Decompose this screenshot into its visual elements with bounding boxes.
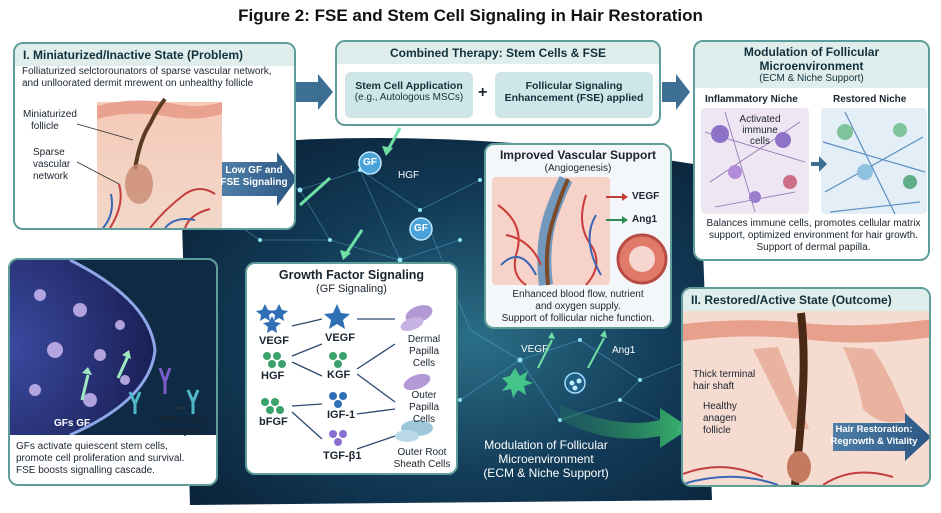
gf-left-3: bFGF (259, 416, 288, 428)
network-ang1: Ang1 (612, 345, 636, 356)
label-sparse-3: network (33, 171, 69, 182)
network-hgf: HGF (398, 170, 420, 181)
stem-cell-illustration (10, 260, 216, 484)
niche-illustration (701, 108, 927, 215)
gf-left-1: VEGF (259, 335, 289, 347)
figure-title: Figure 2: FSE and Stem Cell Signaling in… (238, 6, 703, 25)
label-sparse-1: Sparse (33, 147, 65, 158)
thick-shaft-2: hair shaft (693, 381, 735, 392)
fse-line-1: Follicular Signaling (525, 80, 623, 92)
panel-vascular-support: Improved Vascular Support (Angiogenesis)… (484, 143, 672, 329)
restoration-label-2: Regrowth & Vitality (830, 436, 918, 447)
target-dermal-2: Papilla (408, 346, 440, 357)
low-gf-label-2: FSE Signaling (220, 177, 288, 188)
target-ors-1: Outer Root (397, 447, 447, 458)
healthy-anagen-3: follicle (703, 425, 731, 436)
vascular-ang1-label: Ang1 (632, 214, 657, 225)
plus-sign: + (478, 84, 488, 101)
gf-mid-1: VEGF (325, 332, 355, 344)
panel-inactive-state: I. Miniaturized/Inactive State (Problem)… (13, 42, 296, 230)
modulation-desc-1: Balances immune cells, promotes cellular… (706, 218, 921, 229)
stem-cell-sub: (e.g., Autologous MSCs) (354, 92, 464, 103)
modulation-header-2: Microenvironment (759, 59, 864, 73)
stem-cell-title: Stem Cell Application (355, 80, 463, 92)
vascular-header: Improved Vascular Support (499, 148, 657, 162)
gf-sub: (GF Signaling) (316, 283, 387, 295)
panel-inactive-header: I. Miniaturized/Inactive State (Problem) (15, 44, 294, 66)
gf-mid-3: IGF-1 (327, 409, 356, 421)
vascular-sub: (Angiogenesis) (544, 163, 612, 174)
restored-header: II. Restored/Active State (Outcome) (683, 289, 929, 311)
modulation-header: Modulation of Follicular Microenvironmen… (695, 42, 928, 88)
panel-modulation: Modulation of Follicular Microenvironmen… (693, 40, 930, 261)
panel-inactive-desc-1: Folliaturized selctorounators of sparse … (22, 66, 272, 77)
gf-sphere-right (409, 217, 433, 241)
outcome-arrow (560, 405, 690, 448)
low-gf-label-1: Low GF and (225, 165, 283, 176)
modulation-desc-3: Support of dermal papilla. (756, 242, 871, 253)
network-mod-3: (ECM & Niche Support) (483, 466, 609, 480)
arrow-to-therapy (296, 74, 333, 110)
healthy-anagen-2: anagen (703, 413, 737, 424)
healthy-anagen-1: Healthy (703, 401, 737, 412)
therapy-header: Combined Therapy: Stem Cells & FSE (337, 42, 659, 64)
vascular-desc-3: Support of follicular niche function. (501, 313, 655, 324)
angiogenesis-illustration (492, 175, 668, 286)
label-miniaturized-1: Miniaturized (23, 109, 77, 120)
gf-mid-4: TGF-β1 (323, 450, 362, 462)
vascular-desc-2: and oxygen supply. (535, 301, 621, 312)
network-gf-top: GF (363, 157, 377, 168)
gfs-gf-label: GFs GF (54, 418, 91, 429)
gf-sphere-top (358, 151, 382, 175)
inflammatory-niche-label: Inflammatory Niche (705, 94, 798, 105)
panel-growth-factor: Growth Factor Signaling (GF Signaling) V… (245, 262, 458, 475)
modulation-desc-2: support, optimized environment for hair … (709, 230, 918, 241)
network-vegf: VEGF (521, 344, 549, 355)
target-outer-3: Cells (412, 414, 436, 425)
panel-restored-state: II. Restored/Active State (Outcome) Thic… (681, 287, 931, 487)
target-outer-1: Outer (411, 390, 437, 401)
stem-cell-application-box: Stem Cell Application (e.g., Autologous … (345, 72, 473, 118)
panel-combined-therapy: Combined Therapy: Stem Cells & FSE Stem … (335, 40, 661, 126)
gf-left-2: HGF (261, 370, 285, 382)
modulation-header-1: Modulation of Follicular (743, 45, 880, 59)
vascular-desc-1: Enhanced blood flow, nutrient (512, 289, 644, 300)
network-mod-2: Microenvironment (498, 452, 594, 466)
miniaturized-follicle-illustration (76, 97, 294, 228)
fse-box: Follicular Signaling Enhancement (FSE) a… (495, 72, 653, 118)
gf-header: Growth Factor Signaling (278, 268, 425, 282)
vascular-vegf-label: VEGF (632, 191, 660, 202)
panel-inactive-desc-2: and unlloorated dermit mrewent on unheal… (22, 78, 254, 89)
label-miniaturized-2: follicle (31, 121, 59, 132)
thick-shaft-1: Thick terminal (693, 369, 756, 380)
healthy-follicle-illustration (683, 311, 929, 485)
stemcell-desc-2: promote cell proliferation and survival. (16, 453, 185, 464)
target-outer-2: Papilla (408, 402, 440, 413)
fse-line-2: Enhancement (FSE) applied (504, 92, 644, 104)
receptor-label-1: Molecular (158, 413, 208, 425)
activated-label-3: cells (749, 136, 770, 147)
modulation-header-sub: (ECM & Niche Support) (759, 73, 864, 84)
target-dermal-3: Cells (412, 358, 436, 369)
restored-niche-label: Restored Niche (833, 94, 907, 105)
target-dermal-1: Dermal (407, 334, 441, 345)
gf-signaling-illustration (256, 304, 433, 450)
activated-label-1: Activated (739, 114, 781, 125)
receptor-label-2: receptor (161, 425, 204, 437)
stemcell-desc-3: FSE boosts signalling cascade. (16, 465, 155, 476)
restoration-label-1: Hair Restoration: (835, 424, 913, 435)
arrow-to-modulation (662, 74, 690, 110)
activated-label-2: immune (742, 125, 778, 136)
stemcell-desc-1: GFs activate quiescent stem cells, (16, 441, 168, 452)
target-ors-2: Sheath Cells (393, 459, 451, 470)
network-mod-1: Modulation of Follicular (484, 438, 608, 452)
label-sparse-2: vascular (33, 159, 71, 170)
network-gf-right: GF (414, 223, 428, 234)
panel-stem-cell: GFs GF Molecular receptor GFs activate q… (8, 258, 218, 486)
gf-mid-2: KGF (327, 369, 351, 381)
